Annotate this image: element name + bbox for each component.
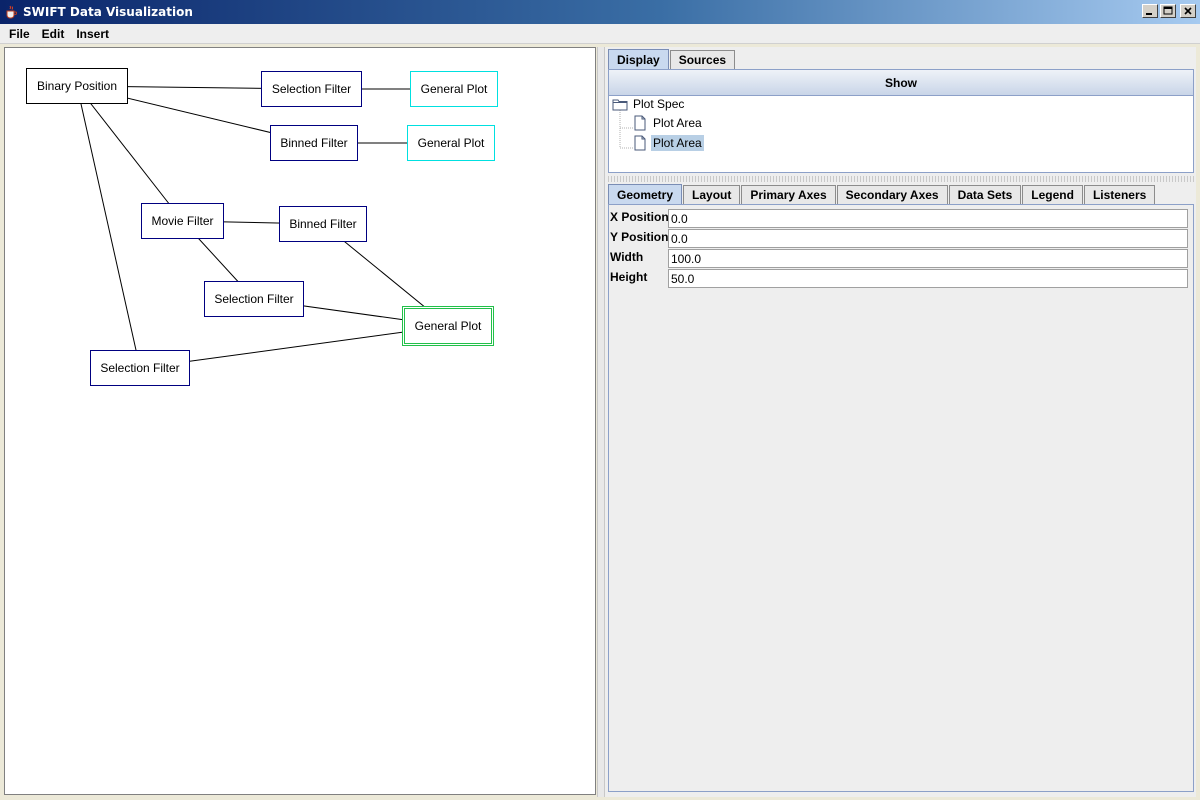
height-label: Height: [610, 270, 648, 284]
node-binary-position[interactable]: Binary Position: [26, 68, 128, 104]
tab-geometry[interactable]: Geometry: [608, 184, 683, 204]
vertical-split-divider[interactable]: [608, 176, 1194, 182]
width-label: Width: [610, 250, 644, 264]
maximize-icon: [1163, 6, 1173, 15]
x-position-input[interactable]: [668, 209, 1188, 228]
geometry-properties-panel: X Position Y Position Width Height: [608, 204, 1194, 792]
menu-file[interactable]: File: [9, 26, 30, 41]
edge-n1-n10: [76, 85, 141, 369]
tab-sources[interactable]: Sources: [669, 50, 736, 69]
document-icon: [634, 135, 646, 151]
window-title: SWIFT Data Visualization: [23, 5, 193, 19]
y-position-label: Y Position: [610, 230, 669, 244]
tree-label-plot-area-2: Plot Area: [651, 135, 704, 151]
edge-n10-n9: [139, 325, 449, 369]
field-row-x-position: X Position: [609, 208, 1193, 228]
tree-node-plot-area-2[interactable]: Plot Area: [633, 133, 704, 153]
split-pane-divider[interactable]: [597, 47, 605, 797]
java-cup-icon: [4, 4, 18, 20]
node-binned-filter-2[interactable]: Binned Filter: [279, 206, 367, 242]
node-general-plot-1[interactable]: General Plot: [410, 71, 498, 107]
document-icon: [634, 115, 646, 131]
menu-edit[interactable]: Edit: [41, 26, 65, 41]
close-icon: [1184, 7, 1192, 15]
tab-data-sets[interactable]: Data Sets: [948, 185, 1022, 204]
minimize-icon: [1146, 13, 1152, 15]
right-panel: Display Sources Show Plot Spec: [605, 47, 1196, 797]
tree-label-plot-spec: Plot Spec: [633, 97, 685, 111]
width-input[interactable]: [668, 249, 1188, 268]
field-row-height: Height: [609, 268, 1193, 288]
tree-label-plot-area-1: Plot Area: [653, 116, 702, 130]
tab-secondary-axes[interactable]: Secondary Axes: [836, 185, 948, 204]
y-position-input[interactable]: [668, 229, 1188, 248]
plot-spec-tree-panel: Show Plot Spec Plot Area: [608, 69, 1194, 173]
menu-insert[interactable]: Insert: [76, 26, 110, 41]
property-tab-bar: Geometry Layout Primary Axes Secondary A…: [608, 184, 1156, 204]
height-input[interactable]: [668, 269, 1188, 288]
graph-canvas[interactable]: Binary Position Selection Filter General…: [4, 47, 596, 795]
tab-display[interactable]: Display: [608, 49, 669, 69]
field-row-width: Width: [609, 248, 1193, 268]
top-tab-bar: Display Sources: [608, 49, 736, 69]
tab-legend[interactable]: Legend: [1022, 185, 1083, 204]
tree-node-plot-spec[interactable]: Plot Spec: [612, 94, 686, 114]
node-selection-filter-2[interactable]: Selection Filter: [204, 281, 304, 317]
node-binned-filter-1[interactable]: Binned Filter: [270, 125, 358, 161]
node-general-plot-2[interactable]: General Plot: [407, 125, 495, 161]
node-movie-filter[interactable]: Movie Filter: [141, 203, 224, 239]
minimize-button[interactable]: [1142, 4, 1158, 18]
tab-listeners[interactable]: Listeners: [1083, 185, 1156, 204]
maximize-button[interactable]: [1160, 4, 1176, 18]
node-selection-filter-1[interactable]: Selection Filter: [261, 71, 362, 107]
folder-icon: [612, 99, 628, 111]
tab-primary-axes[interactable]: Primary Axes: [741, 185, 836, 204]
tab-layout[interactable]: Layout: [683, 185, 741, 204]
node-general-plot-selected[interactable]: General Plot: [402, 306, 494, 346]
edge-n1-n6: [76, 85, 183, 222]
title-bar: SWIFT Data Visualization: [0, 0, 1200, 24]
show-column-header[interactable]: Show: [609, 70, 1193, 96]
tree-lines: [619, 110, 633, 149]
close-button[interactable]: [1180, 4, 1196, 18]
menu-bar: File Edit Insert: [0, 24, 1200, 44]
x-position-label: X Position: [610, 210, 669, 224]
node-selection-filter-3[interactable]: Selection Filter: [90, 350, 190, 386]
tree-node-plot-area-1[interactable]: Plot Area: [633, 113, 704, 133]
field-row-y-position: Y Position: [609, 228, 1193, 248]
